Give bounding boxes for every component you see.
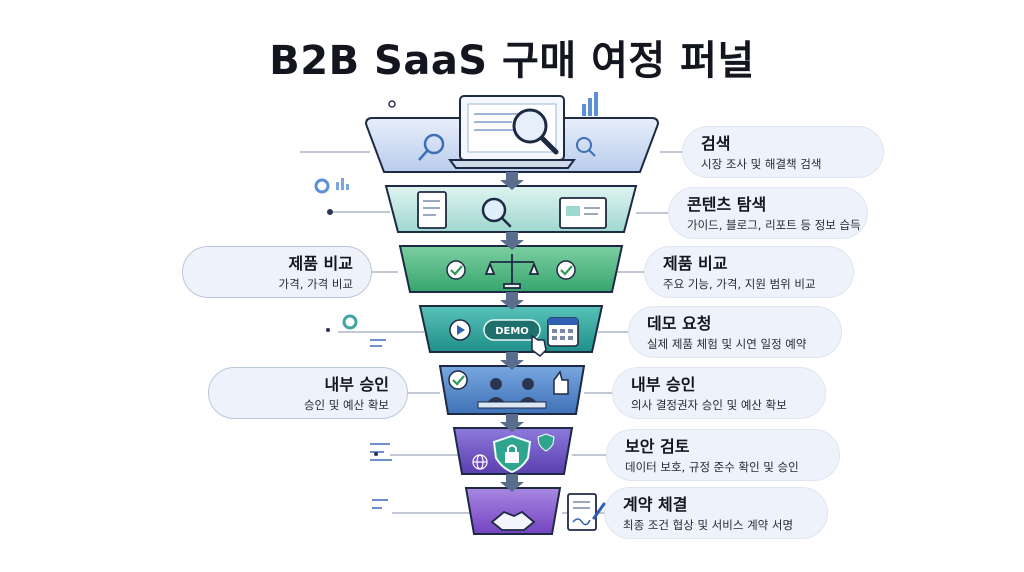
stage-title: 데모 요청 [647, 314, 712, 333]
stage-callout-contract: 계약 체결 최종 조건 협상 및 서비스 계약 서명 [604, 487, 828, 539]
side-note-approval: 내부 승인 승인 및 예산 확보 [208, 367, 408, 419]
stage-title: 검색 [701, 134, 731, 153]
play-icon [449, 319, 471, 341]
funnel-stage-approval [438, 365, 586, 415]
stage-description: 주요 기능, 가격, 지원 범위 비교 [663, 277, 816, 291]
donut-chart-icon [314, 178, 358, 330]
stage-callout-compare: 제품 비교 주요 기능, 가격, 지원 범위 비교 [644, 246, 854, 298]
stage-callout-approval: 내부 승인 의사 결정권자 승인 및 예산 확보 [612, 367, 826, 419]
stage-title: 계약 체결 [623, 495, 688, 514]
browser-window-icon [559, 197, 607, 229]
demo-label: DEMO [495, 326, 529, 337]
checkmark-icon [448, 370, 468, 390]
stage-title: 내부 승인 [631, 375, 696, 394]
shield-check-icon [537, 433, 555, 452]
side-note-compare: 제품 비교 가격, 가격 비교 [182, 246, 372, 298]
side-note-title: 제품 비교 [288, 254, 353, 273]
side-note-description: 승인 및 예산 확보 [303, 398, 389, 412]
stage-callout-demo: 데모 요청 실제 제품 체험 및 시연 일정 예약 [628, 306, 842, 358]
thumbs-up-icon [553, 370, 569, 395]
stage-description: 실제 제품 체험 및 시연 일정 예약 [647, 337, 807, 351]
checkmark-icon [446, 260, 466, 280]
calendar-icon [547, 317, 579, 347]
handshake-icon [490, 510, 536, 531]
stage-callout-content: 콘텐츠 탐색 가이드, 블로그, 리포트 등 정보 습득 [668, 187, 868, 239]
demo-button[interactable]: DEMO [483, 319, 541, 341]
stage-description: 시장 조사 및 해결책 검색 [701, 157, 822, 171]
stage-title: 제품 비교 [663, 254, 728, 273]
search-icon [576, 137, 596, 157]
stage-description: 의사 결정권자 승인 및 예산 확보 [631, 398, 787, 412]
team-meeting-icon [477, 378, 547, 409]
side-note-title: 내부 승인 [324, 375, 389, 394]
page-title: B2B SaaS 구매 여정 퍼널 [269, 38, 755, 84]
stage-title: 보안 검토 [625, 437, 690, 456]
contract-document-icon [567, 493, 606, 531]
search-icon [418, 133, 445, 161]
balance-scale-icon [484, 254, 540, 289]
cursor-hand-icon [531, 334, 547, 357]
bar-chart-icon [582, 92, 598, 116]
stage-callout-security: 보안 검토 데이터 보호, 규정 준수 확인 및 승인 [606, 429, 840, 481]
document-icon [417, 191, 447, 229]
funnel-stage-contract [464, 487, 562, 535]
globe-icon [472, 454, 488, 470]
stage-description: 데이터 보호, 규정 준수 확인 및 승인 [625, 460, 799, 474]
stage-description: 가이드, 블로그, 리포트 등 정보 습득 [687, 218, 861, 232]
stage-title: 콘텐츠 탐색 [687, 195, 767, 214]
list-lines-icon [370, 339, 392, 509]
magnifier-icon [481, 197, 512, 228]
stage-callout-search: 검색 시장 조사 및 해결책 검색 [682, 126, 884, 178]
sparkle-dots-icon [326, 100, 396, 456]
checkmark-icon [556, 260, 576, 280]
side-note-description: 가격, 가격 비교 [278, 277, 353, 291]
funnel-stage-compare [398, 245, 624, 293]
bar-chart-icon [336, 178, 349, 190]
shield-lock-icon [492, 434, 532, 474]
down-arrow-icons [500, 172, 524, 492]
laptop-search-icon [448, 95, 576, 169]
stage-description: 최종 조건 협상 및 서비스 계약 서명 [623, 518, 794, 532]
